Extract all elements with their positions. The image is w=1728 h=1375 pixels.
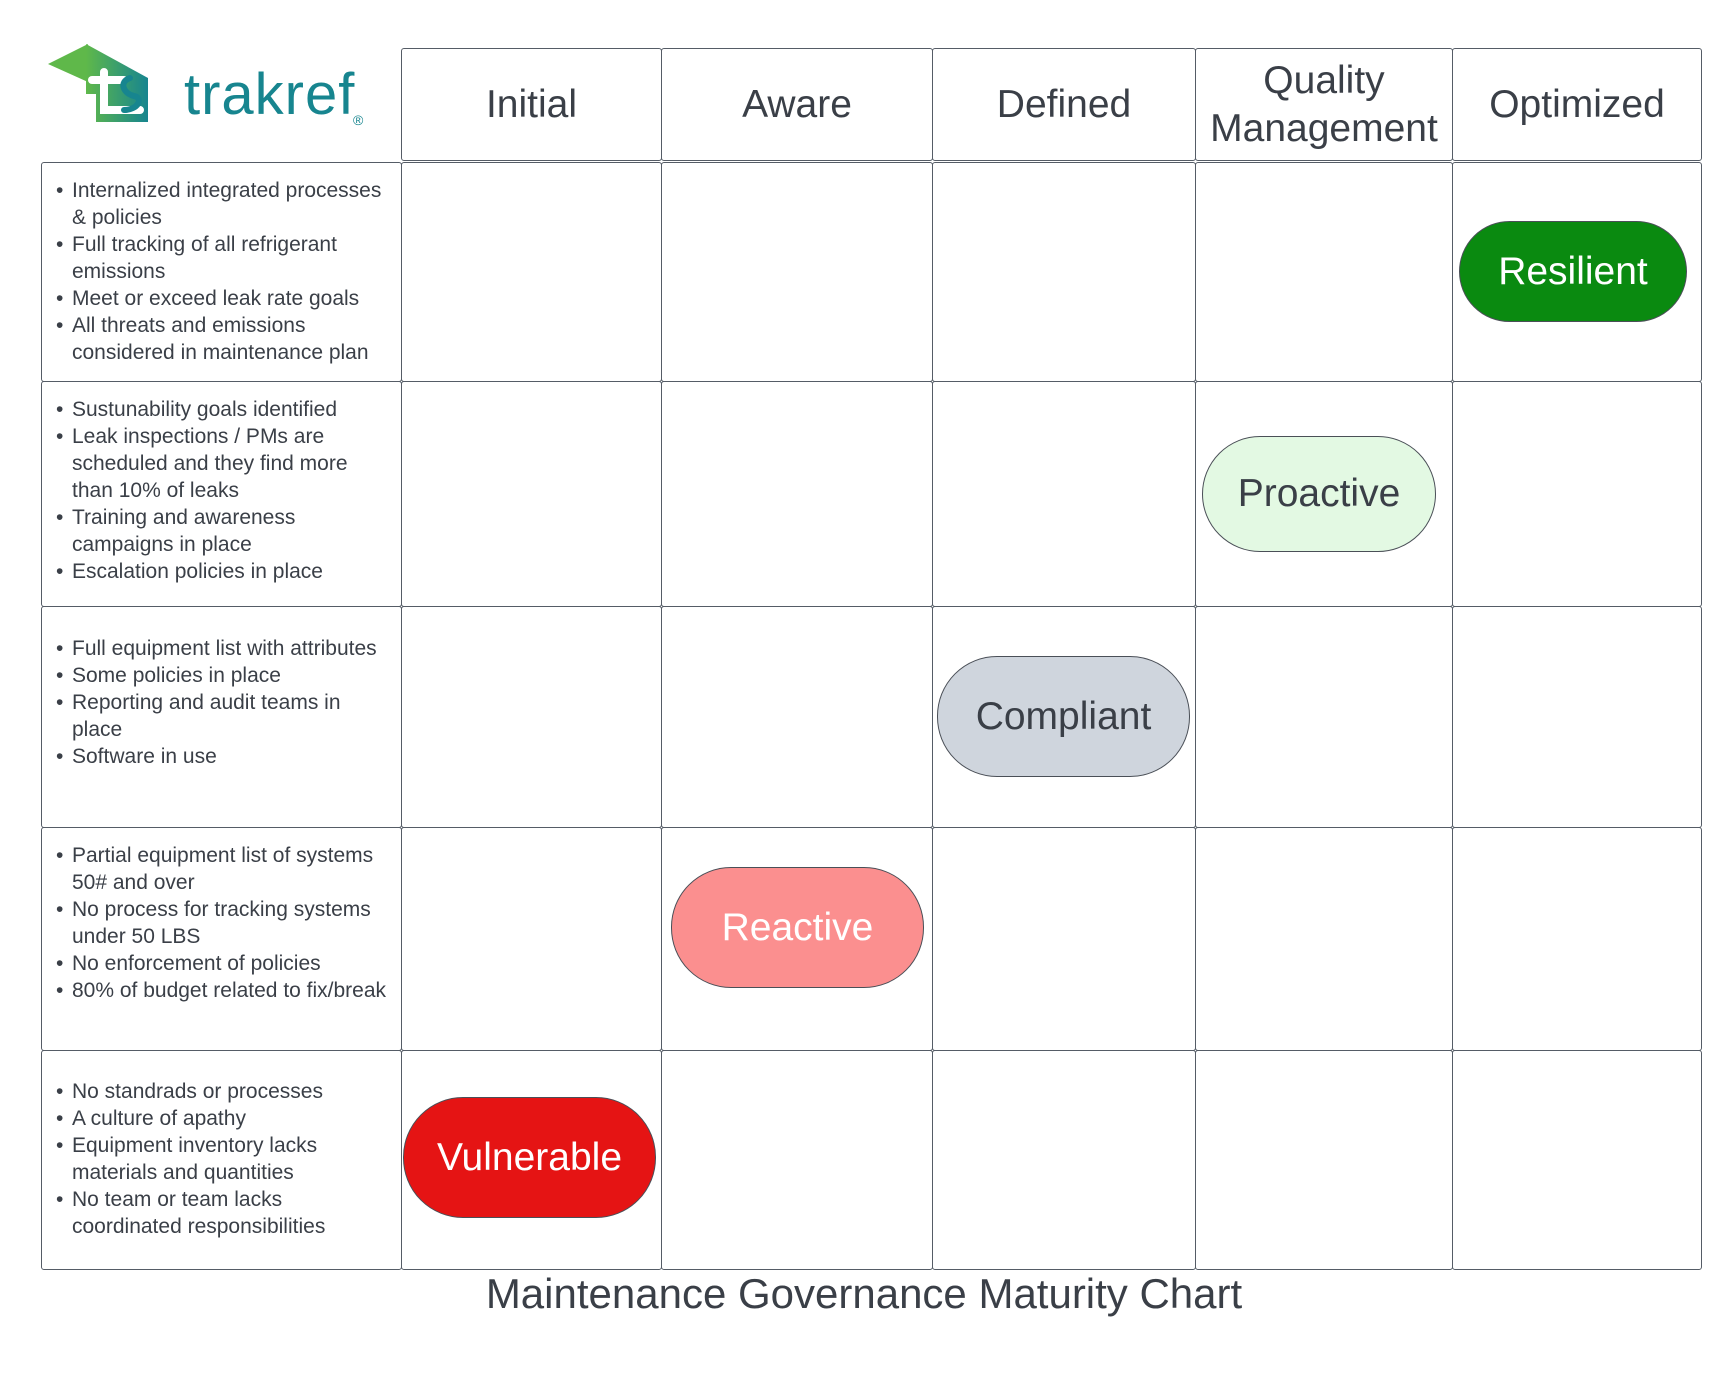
trakref-logo-mark-icon <box>48 44 148 122</box>
level-label: Proactive <box>1237 472 1401 515</box>
criteria-list: No standrads or processes A culture of a… <box>56 1078 391 1240</box>
criteria-item: No enforcement of policies <box>56 950 391 977</box>
grid-cell <box>1452 1050 1702 1270</box>
grid-cell <box>401 381 662 607</box>
grid-cell <box>1195 827 1453 1051</box>
criteria-list: Sustunability goals identified Leak insp… <box>56 396 391 585</box>
grid-cell <box>932 827 1196 1051</box>
criteria-item: Software in use <box>56 743 391 770</box>
criteria-cell-row-3: Full equipment list with attributes Some… <box>41 606 402 828</box>
criteria-item: Full tracking of all refrigerant emissio… <box>56 231 391 285</box>
criteria-item: A culture of apathy <box>56 1105 391 1132</box>
level-label: Reactive <box>721 905 874 949</box>
grid-cell <box>1195 162 1453 382</box>
column-header-label: Quality Management <box>1210 58 1438 150</box>
column-header-initial: Initial <box>401 48 662 161</box>
level-pill-proactive: Proactive <box>1202 436 1436 552</box>
criteria-cell-row-2: Sustunability goals identified Leak insp… <box>41 381 402 607</box>
level-label: Compliant <box>975 694 1152 738</box>
column-header-label: Optimized <box>1489 82 1665 126</box>
column-header-label: Defined <box>996 82 1132 126</box>
criteria-item: Escalation policies in place <box>56 558 391 585</box>
grid-cell <box>661 1050 933 1270</box>
criteria-item: Equipment inventory lacks materials and … <box>56 1132 391 1186</box>
criteria-item: Some policies in place <box>56 662 391 689</box>
level-label: Resilient <box>1498 249 1648 293</box>
criteria-cell-row-1: Internalized integrated processes & poli… <box>41 162 402 382</box>
criteria-item: Sustunability goals identified <box>56 396 391 423</box>
chart-caption: Maintenance Governance Maturity Chart <box>485 1270 1243 1317</box>
column-header-defined: Defined <box>932 48 1196 161</box>
criteria-list: Partial equipment list of systems 50# an… <box>56 842 391 1004</box>
column-header-aware: Aware <box>661 48 933 161</box>
grid-cell <box>1195 606 1453 828</box>
criteria-cell-row-4: Partial equipment list of systems 50# an… <box>41 827 402 1051</box>
criteria-item: Internalized integrated processes & poli… <box>56 177 391 231</box>
column-header-label: Aware <box>742 82 852 126</box>
criteria-item: 80% of budget related to fix/break <box>56 977 391 1004</box>
criteria-item: Training and awareness campaigns in plac… <box>56 504 391 558</box>
level-pill-resilient: Resilient <box>1459 221 1687 322</box>
criteria-item: Full equipment list with attributes <box>56 635 391 662</box>
column-header-quality-management: Quality Management <box>1195 48 1453 161</box>
criteria-item: Reporting and audit teams in place <box>56 689 391 743</box>
level-pill-compliant: Compliant <box>937 656 1190 777</box>
criteria-list: Full equipment list with attributes Some… <box>56 635 391 770</box>
criteria-cell-row-5: No standrads or processes A culture of a… <box>41 1050 402 1270</box>
grid-cell <box>661 381 933 607</box>
criteria-item: Partial equipment list of systems 50# an… <box>56 842 391 896</box>
grid-cell <box>1452 381 1702 607</box>
level-pill-vulnerable: Vulnerable <box>403 1097 656 1218</box>
column-header-optimized: Optimized <box>1452 48 1702 161</box>
trakref-logo: trakref ® <box>48 42 378 142</box>
criteria-item: No process for tracking systems under 50… <box>56 896 391 950</box>
criteria-list: Internalized integrated processes & poli… <box>56 177 391 366</box>
level-pill-reactive: Reactive <box>671 867 924 988</box>
grid-cell <box>401 162 662 382</box>
grid-cell <box>661 162 933 382</box>
criteria-item: No team or team lacks coordinated respon… <box>56 1186 391 1240</box>
column-header-label: Initial <box>485 82 578 126</box>
criteria-item: All threats and emissions considered in … <box>56 312 391 366</box>
level-label: Vulnerable <box>436 1135 623 1179</box>
grid-cell <box>661 606 933 828</box>
grid-cell <box>932 381 1196 607</box>
grid-cell <box>1452 606 1702 828</box>
grid-cell <box>932 162 1196 382</box>
grid-cell <box>932 1050 1196 1270</box>
grid-cell <box>401 827 662 1051</box>
criteria-item: Meet or exceed leak rate goals <box>56 285 391 312</box>
logo-wordmark: trakref <box>184 62 356 127</box>
grid-cell <box>401 606 662 828</box>
grid-cell <box>1452 827 1702 1051</box>
registered-mark: ® <box>353 112 364 128</box>
criteria-item: No standrads or processes <box>56 1078 391 1105</box>
criteria-item: Leak inspections / PMs are scheduled and… <box>56 423 391 504</box>
grid-cell <box>1195 1050 1453 1270</box>
